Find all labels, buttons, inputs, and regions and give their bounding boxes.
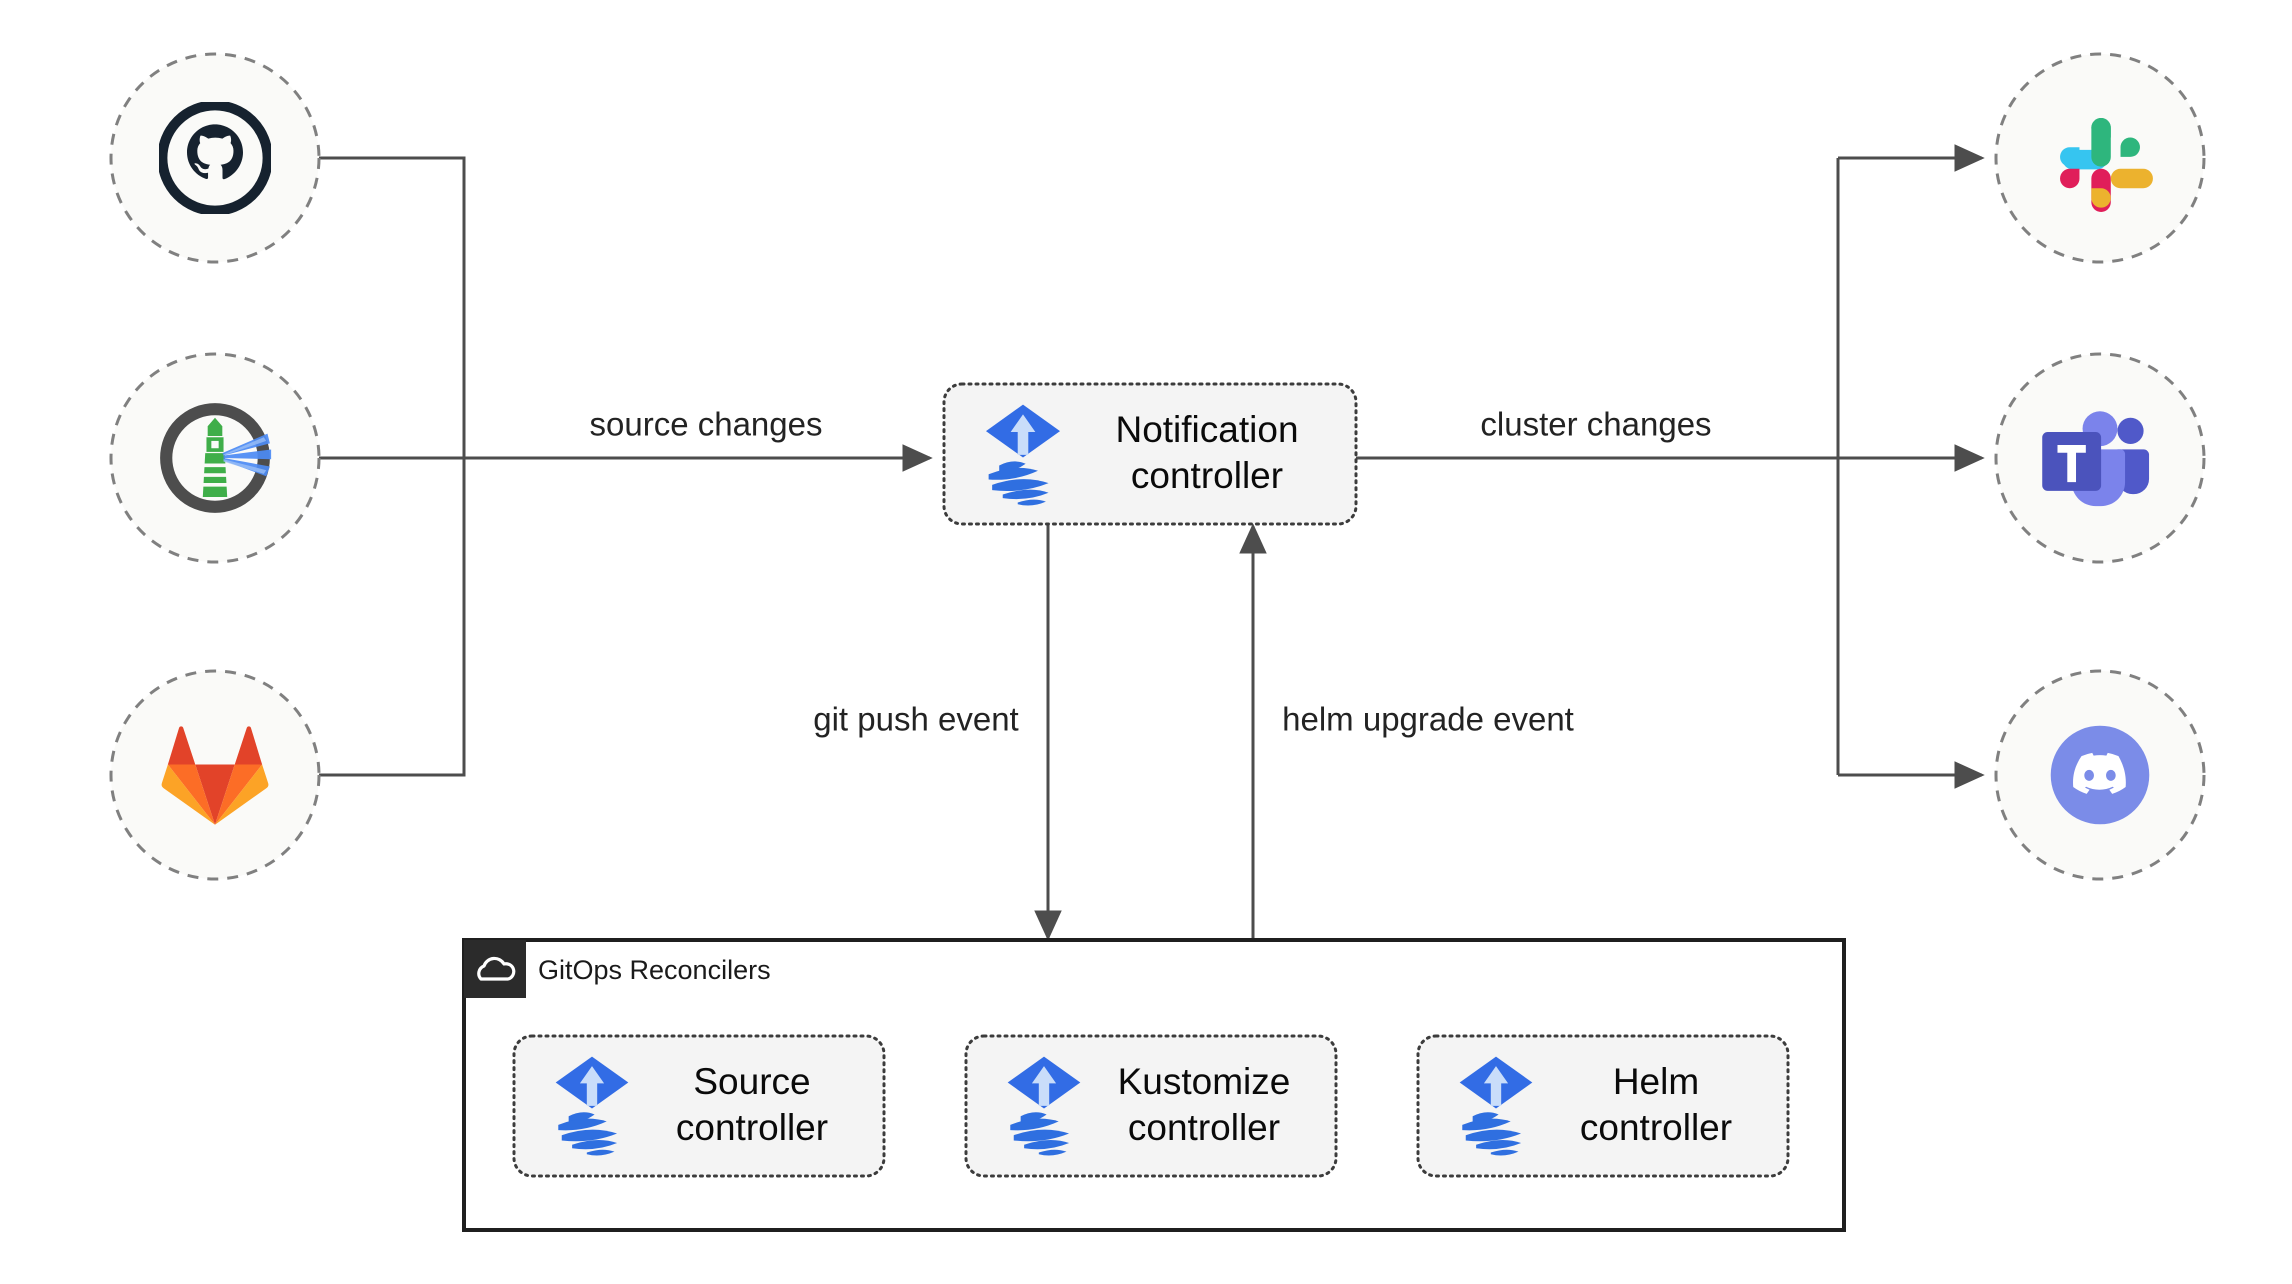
source-node-github[interactable] [109,52,321,264]
kustomize-controller-node[interactable]: Kustomize controller [964,1034,1338,1178]
github-node-circle [109,52,321,264]
source-controller-label-line2: controller [676,1107,828,1148]
destination-node-discord[interactable] [1994,669,2206,881]
kustomize-controller-label-line2: controller [1128,1107,1280,1148]
discord-icon [2050,725,2150,825]
group-title: GitOps Reconcilers [538,955,771,985]
edge-gitlab-to-notification [319,458,466,777]
helm-controller-label-line1: Helm [1613,1061,1699,1102]
edge-label-cluster-changes: cluster changes [1480,406,1711,443]
destination-node-slack[interactable] [1994,52,2206,264]
edge-label-source-changes: source changes [590,406,823,443]
edge-label-layer: source changes cluster changes git push … [590,406,1712,738]
source-controller-node[interactable]: Source controller [512,1034,886,1178]
helm-controller-label-line2: controller [1580,1107,1732,1148]
edge-github-to-notification [319,156,466,458]
edge-label-helm-upgrade-event: helm upgrade event [1282,701,1574,738]
edge-label-git-push-event: git push event [813,701,1018,738]
group-badge [464,940,526,998]
notification-controller-node[interactable]: Notification controller [942,382,1358,526]
notification-controller-label-line2: controller [1131,455,1283,496]
source-node-gitlab[interactable] [109,669,321,881]
kustomize-controller-label-line1: Kustomize [1118,1061,1291,1102]
notification-controller-label-line1: Notification [1115,409,1298,450]
source-controller-label-line1: Source [693,1061,810,1102]
cloud-icon [477,956,516,981]
destination-node-teams[interactable] [1994,352,2206,564]
source-node-flux[interactable] [109,352,321,564]
notification-controller-box [942,382,1358,526]
helm-controller-node[interactable]: Helm controller [1416,1034,1790,1178]
